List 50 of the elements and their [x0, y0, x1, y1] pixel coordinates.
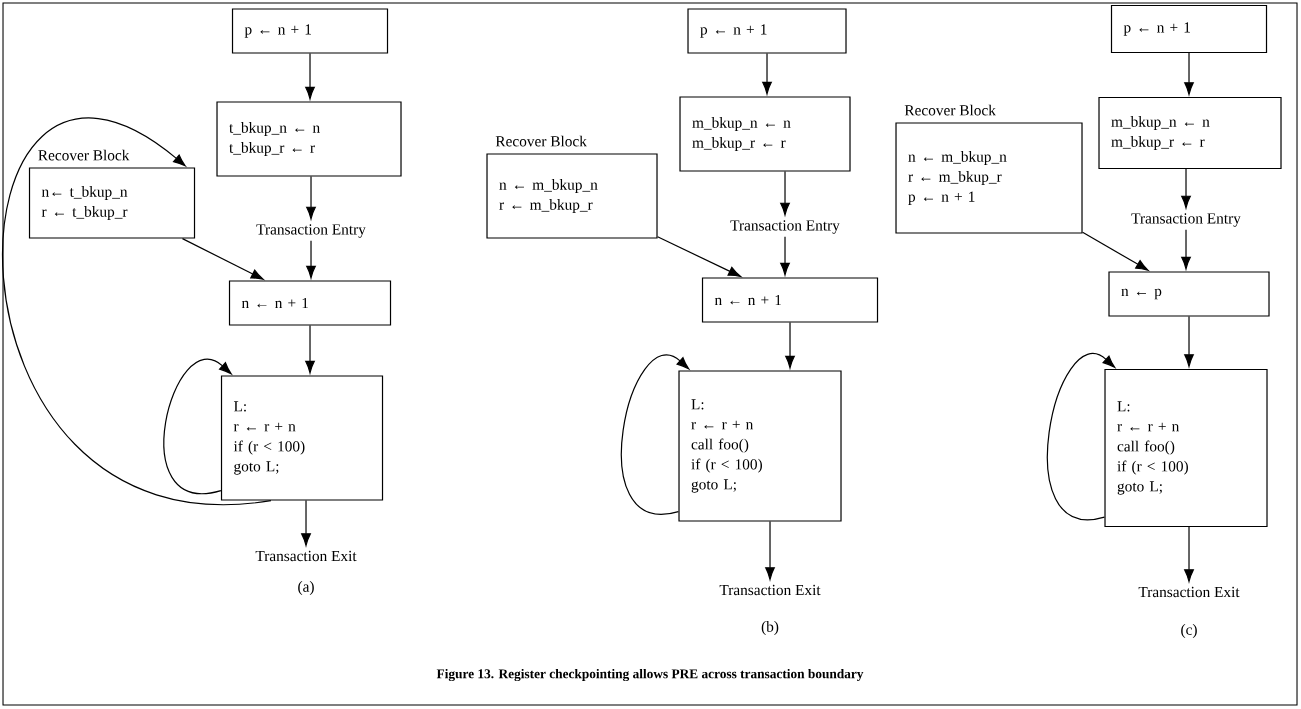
block-title: Recover Block — [495, 135, 587, 147]
code-box: n ← p — [1108, 271, 1270, 317]
code-box: L: r ← r + n if (r < 100) goto L; — [220, 375, 384, 501]
arrow — [2, 118, 272, 504]
panel-label: (c) — [1181, 624, 1197, 638]
figure-caption: Figure 13. Register checkpointing allows PRE across transaction boundary — [436, 668, 864, 682]
code-box: t_bkup_n ← n t_bkup_r ← r — [216, 101, 402, 177]
flow-label: Transaction Exit — [719, 584, 821, 596]
recover-block-box: n ← m_bkup_n r ← m_bkup_r p ← n + 1 — [895, 122, 1083, 234]
flow-label: Transaction Entry — [1131, 213, 1241, 227]
code-box: p ← n + 1 — [687, 8, 847, 54]
flow-label: Transaction Entry — [256, 224, 366, 238]
recover-block-box: n← t_bkup_n r ← t_bkup_r — [28, 167, 196, 239]
arrow — [1184, 316, 1194, 367]
recover-block-box: n ← m_bkup_n r ← m_bkup_r — [486, 153, 658, 239]
code-box: L: r ← r + n call foo() if (r < 100) goto L; — [1104, 368, 1268, 528]
code-box: n ← n + 1 — [228, 280, 392, 326]
arrow — [1184, 52, 1194, 95]
arrow — [1181, 168, 1191, 209]
arrow — [306, 176, 316, 220]
flow-label: Transaction Entry — [730, 220, 840, 234]
arrow — [181, 238, 264, 280]
arrow — [780, 171, 790, 216]
arrow — [305, 325, 315, 374]
arrow — [1046, 352, 1116, 521]
arrow — [657, 236, 741, 277]
arrow — [1181, 229, 1191, 270]
code-box: m_bkup_n ← n m_bkup_r ← r — [1098, 96, 1282, 170]
arrow — [620, 354, 690, 515]
code-box: m_bkup_n ← n m_bkup_r ← r — [679, 96, 851, 172]
code-box: p ← n + 1 — [1110, 4, 1268, 54]
block-title: Recover Block — [38, 149, 130, 161]
arrow — [1184, 526, 1194, 582]
arrow — [306, 240, 316, 279]
block-title: Recover Block — [904, 104, 996, 116]
code-box: n ← n + 1 — [701, 277, 879, 323]
arrow — [1082, 231, 1149, 271]
arrow — [163, 358, 232, 495]
arrow — [785, 322, 795, 369]
flow-label: Transaction Exit — [255, 550, 357, 562]
arrow — [301, 500, 311, 546]
code-box: p ← n + 1 — [231, 8, 389, 54]
panel-label: (a) — [298, 581, 314, 595]
flow-label: Transaction Exit — [1138, 586, 1240, 598]
code-box: L: r ← r + n call foo() if (r < 100) goto L; — [678, 370, 842, 522]
arrow — [780, 236, 790, 276]
arrow — [765, 521, 775, 580]
arrow — [305, 53, 315, 100]
arrow — [762, 53, 772, 95]
panel-label: (b) — [761, 621, 779, 635]
